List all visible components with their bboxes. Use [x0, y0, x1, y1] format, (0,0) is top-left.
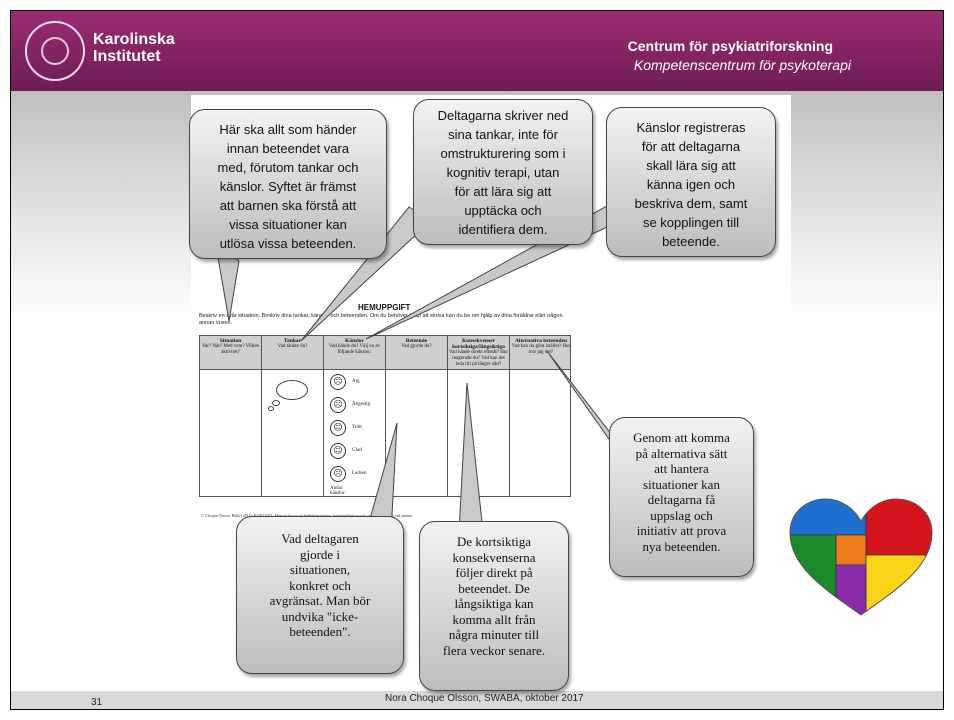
puzzle-heart-graphic	[789, 498, 933, 616]
callout-text: Vad deltagaren gjorde i situationen, kon…	[269, 531, 371, 639]
feeling-label: Trött	[352, 425, 362, 430]
worksheet-instructions: Beskriv en svår situation. Beskriv dina …	[199, 313, 563, 326]
callout-situation: Här ska allt som händer innan beteendet …	[189, 109, 387, 259]
sad-face-icon: ☹	[330, 466, 346, 482]
institution-logo: Karolinska Institutet	[93, 31, 175, 65]
logo-line1: Karolinska	[93, 31, 175, 48]
callout-beteende: Vad deltagaren gjorde i situationen, kon…	[236, 516, 404, 674]
callout-text: Här ska allt som händer innan beteendet …	[217, 122, 359, 251]
karolinska-seal-icon	[25, 21, 85, 81]
column-title: Beteende	[405, 338, 428, 344]
page-number: 31	[91, 697, 103, 708]
callout-alternativa: Genom att komma på alternativa sätt att …	[609, 417, 754, 577]
worksheet-footnote: © Choque Olsson, Bölte (2011). KONTAKT. …	[201, 513, 413, 518]
logo-line2: Institutet	[93, 48, 161, 65]
callout-tankar: Deltagarna skriver ned sina tankar, inte…	[413, 99, 593, 245]
header-subtitle: Kompetenscentrum för psykoterapi	[633, 57, 851, 73]
other-feelings-label: Andra känslor:	[330, 486, 347, 496]
callout-text: Känslor registreras för att deltagarna s…	[634, 120, 748, 249]
feeling-label: Glad	[352, 448, 362, 453]
callout-kanslor: Känslor registreras för att deltagarna s…	[606, 107, 776, 257]
column-title: Känslor	[345, 338, 364, 344]
thought-bubble-dot	[272, 400, 280, 406]
tired-face-icon: ☺	[330, 420, 346, 436]
column-title: Tankar	[283, 338, 302, 344]
thought-bubble-dot	[268, 406, 274, 411]
pointer-konsekvenser	[458, 382, 484, 532]
callout-text: De kortsiktiga konsekvenserna följer dir…	[442, 534, 546, 658]
column-title: Konsekvenser kortsiktiga/långsiktiga	[452, 338, 505, 350]
callout-konsekvenser: De kortsiktiga konsekvenserna följer dir…	[419, 521, 569, 691]
anxious-face-icon: ☹	[330, 397, 346, 413]
slide-footer: 31 Nora Choque Olsson, SWABA, oktober 20…	[11, 691, 943, 709]
callout-text: Genom att komma på alternativa sätt att …	[633, 430, 730, 554]
column-subtitle: Var? När? Med vem? Vilken aktivitet?	[201, 344, 260, 355]
column-subtitle: Vad kan du göra istället? Hur tror jag d…	[511, 344, 571, 355]
column-subtitle: Vad gjorde du?	[401, 344, 432, 349]
column-title: Situation	[219, 338, 242, 344]
header-title: Centrum för psykiatriforskning	[627, 38, 833, 54]
slide-header: Karolinska Institutet Centrum för psykia…	[11, 11, 943, 91]
callout-text: Deltagarna skriver ned sina tankar, inte…	[437, 108, 569, 237]
column-title: Alternativa beteenden	[514, 338, 568, 344]
feeling-label: Ångestig	[352, 402, 371, 407]
footer-credit: Nora Choque Olsson, SWABA, oktober 2017	[385, 693, 584, 704]
angry-face-icon: ☹	[330, 374, 346, 390]
happy-face-icon: ☺	[330, 443, 346, 459]
puzzle-heart-icon	[786, 495, 936, 621]
feeling-label: Ledsen	[352, 471, 367, 476]
thought-cloud-icon	[276, 380, 308, 400]
slide: Karolinska Institutet Centrum för psykia…	[10, 10, 944, 710]
feeling-label: Arg	[352, 379, 360, 384]
column-subtitle: Vad tänkte du?	[277, 344, 308, 349]
column-subtitle: Vad kände du? Välj en av följande känslo…	[328, 344, 381, 355]
worksheet-heading: HEMUPPGIFT	[358, 303, 411, 312]
column-subtitle: Vad hände direkt efteråt? Hur reagerade …	[448, 350, 509, 367]
